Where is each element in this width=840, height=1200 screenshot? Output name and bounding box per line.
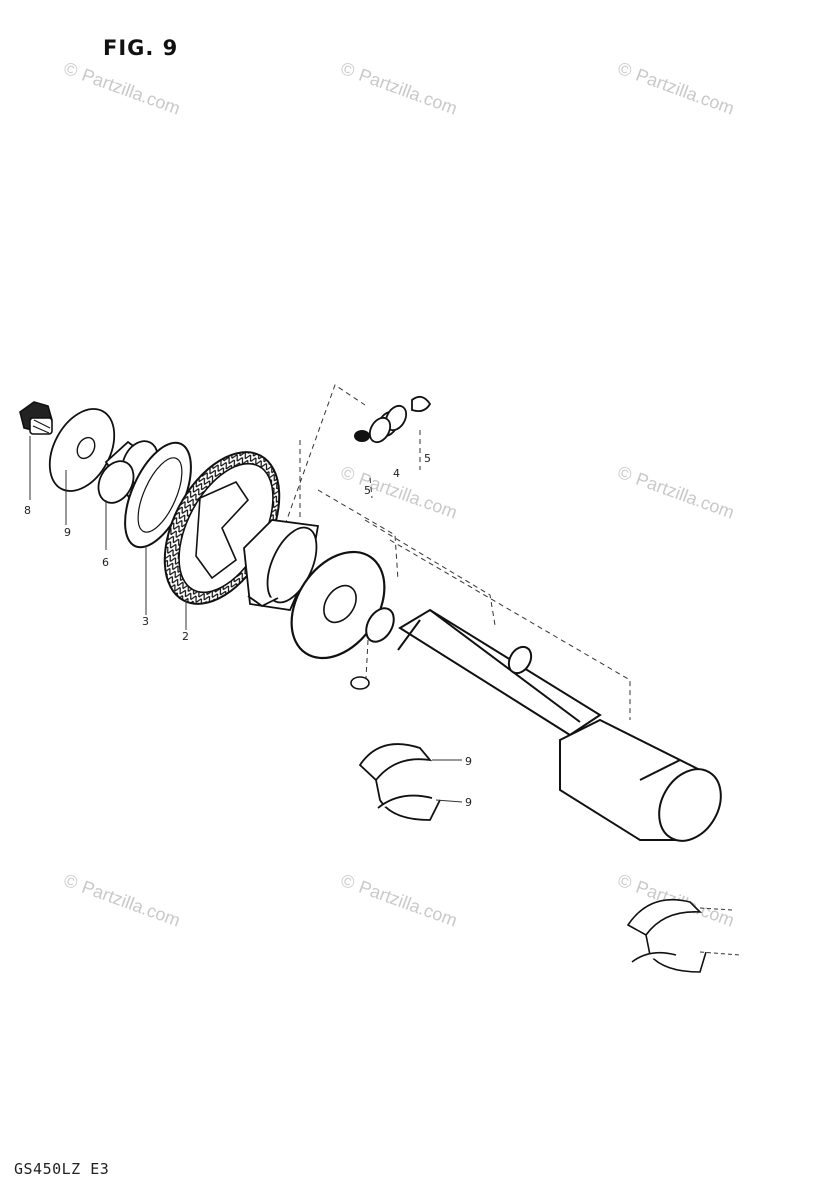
guide-lines <box>284 384 631 720</box>
spring-pin <box>354 430 370 442</box>
callout-3: 3 <box>142 615 149 628</box>
woodruff-key <box>350 676 370 690</box>
callout-2: 2 <box>182 630 189 643</box>
callout-8: 8 <box>24 504 31 517</box>
model-code: GS450LZ E3 <box>14 1160 110 1178</box>
callout-4: 4 <box>393 467 400 480</box>
callout-6: 6 <box>102 556 109 569</box>
bearing-shells <box>626 898 707 973</box>
balancer-shaft <box>365 607 722 842</box>
spring-cap <box>411 395 432 413</box>
callout-9: 9 <box>465 796 472 809</box>
bearing-shells <box>358 743 441 821</box>
figure-title: FIG. 9 <box>103 36 179 60</box>
spring <box>368 404 408 444</box>
leader-lines <box>29 436 741 956</box>
callout-9: 9 <box>64 526 71 539</box>
callout-9: 9 <box>465 755 472 768</box>
bolt <box>19 401 53 435</box>
callout-5: 5 <box>424 452 431 465</box>
callout-5: 5 <box>364 484 371 497</box>
large-washer <box>290 550 386 660</box>
thrust-washer <box>124 441 192 549</box>
